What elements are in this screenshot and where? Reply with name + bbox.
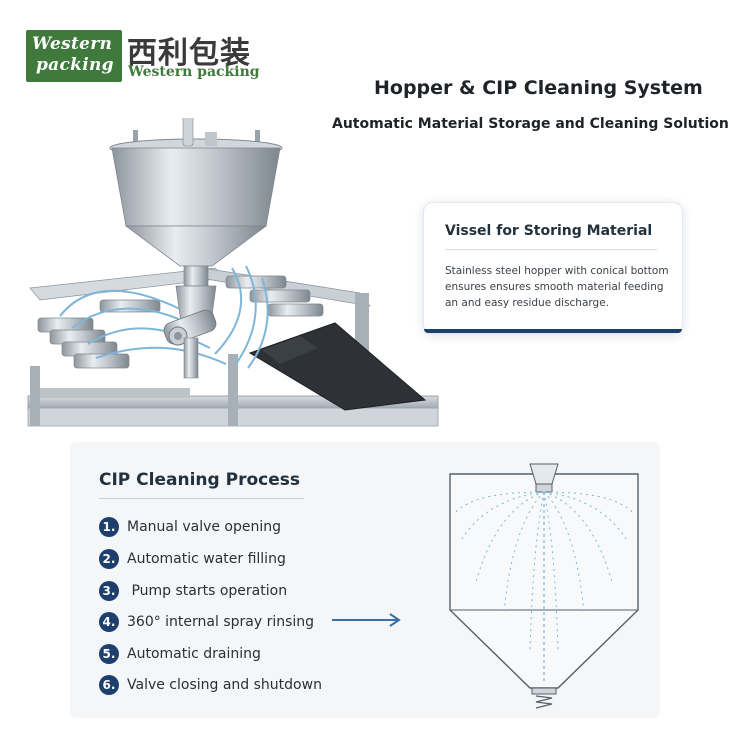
cip-step-2: 2. Automatic water filling	[99, 547, 286, 571]
vessel-card-divider	[445, 249, 657, 250]
step-label: 360° internal spray rinsing	[127, 614, 315, 630]
step-number: 3.	[99, 581, 119, 601]
step-number: 5.	[99, 644, 119, 664]
brand-name-en: Western packing	[128, 64, 260, 80]
cip-step-1: 1. Manual valve opening	[99, 515, 281, 539]
vessel-info-card: Vissel for Storing Material Stainless st…	[423, 202, 683, 334]
page-title: Hopper & CIP Cleaning System	[374, 77, 703, 99]
step-label: Automatic draining	[127, 646, 261, 662]
cip-title-divider	[99, 498, 304, 499]
vessel-card-title: Vissel for Storing Material	[445, 223, 653, 239]
hopper-spray-diagram	[449, 463, 639, 709]
brand-logo: Western packing	[26, 30, 122, 82]
page-subtitle: Automatic Material Storage and Cleaning …	[332, 116, 729, 132]
step-number: 6.	[99, 675, 119, 695]
step-number: 4.	[99, 612, 119, 632]
step-label: Manual valve opening	[127, 519, 282, 535]
cip-process-panel: CIP Cleaning Process 1. Manual valve ope…	[70, 442, 660, 718]
logo-line-1: Western	[32, 34, 113, 54]
cip-step-5: 5. Automatic draining	[99, 642, 261, 666]
brand-name-cn: 西利包装	[127, 36, 251, 71]
step-label: Automatic water filling	[127, 551, 286, 567]
step-number: 1.	[99, 517, 119, 537]
filling-machine-image	[27, 118, 439, 427]
arrow-right-icon	[332, 613, 401, 627]
logo-line-2: packing	[36, 55, 114, 75]
step-number: 2.	[99, 549, 119, 569]
cip-step-3: 3. Pump starts operation	[99, 579, 287, 603]
cip-title: CIP Cleaning Process	[99, 470, 300, 490]
vessel-card-body: Stainless steel hopper with conical bott…	[445, 265, 669, 309]
cip-step-6: 6. Valve closing and shutdown	[99, 673, 322, 697]
step-label: Pump starts operation	[127, 583, 288, 599]
vessel-card-accent-bar	[424, 329, 682, 333]
cip-step-4: 4. 360° internal spray rinsing	[99, 610, 314, 634]
step-label: Valve closing and shutdown	[127, 677, 322, 693]
